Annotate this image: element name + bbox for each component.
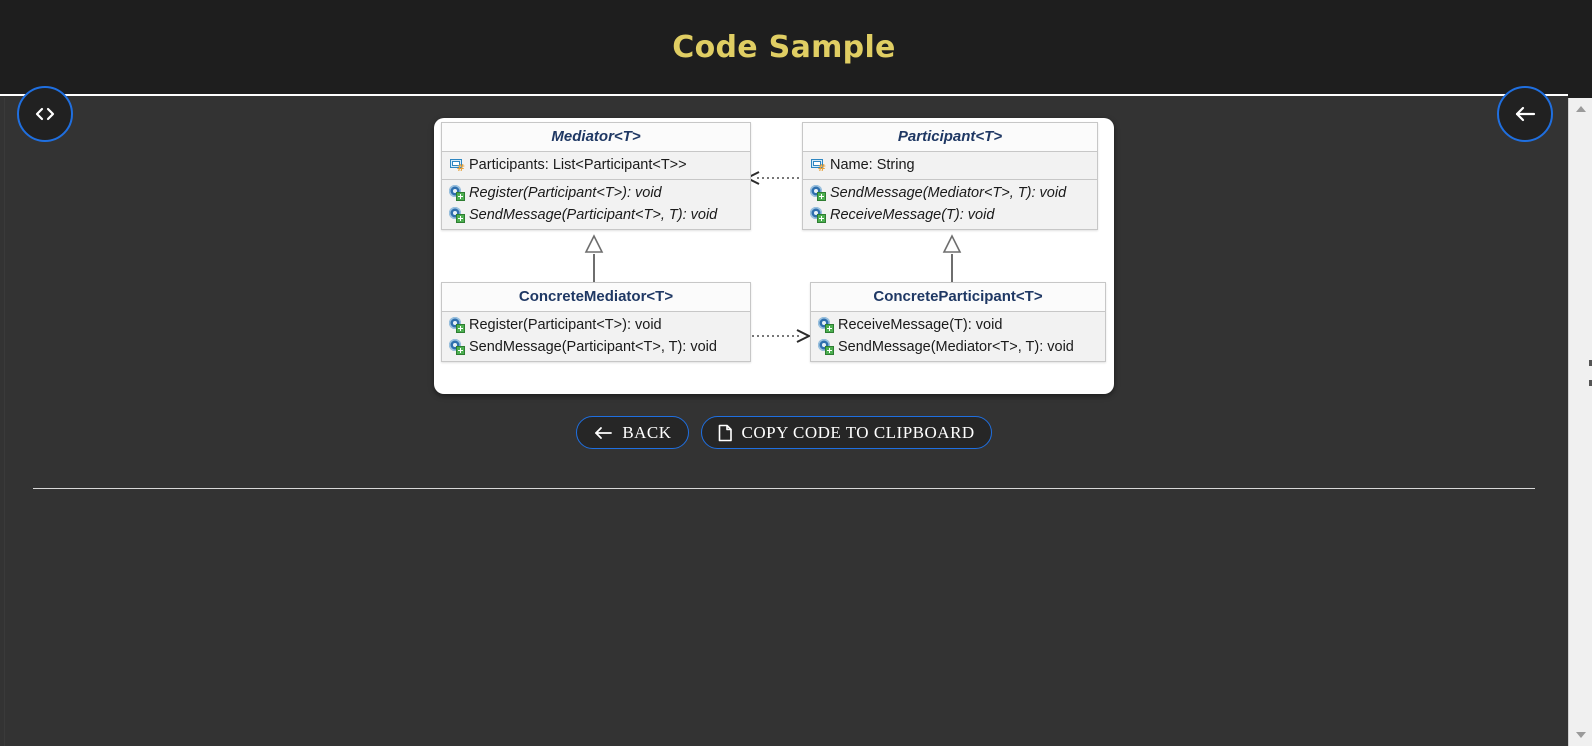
uml-method-label: ReceiveMessage(T): void (838, 317, 1003, 333)
view-code-button[interactable] (17, 86, 73, 142)
uml-field: # Participants: List<Participant<T>> (442, 154, 750, 176)
uml-class-title: ConcreteParticipant<T> (811, 283, 1105, 312)
chevron-down-icon (1576, 732, 1586, 738)
field-icon: # (810, 157, 826, 174)
uml-field: # Name: String (803, 154, 1097, 176)
uml-method-label: SendMessage(Mediator<T>, T): void (830, 185, 1067, 201)
uml-method-label: SendMessage(Mediator<T>, T): void (838, 339, 1074, 355)
chevron-up-icon (1576, 106, 1586, 112)
uml-fields-section: # Participants: List<Participant<T>> (442, 152, 750, 179)
method-icon (449, 185, 465, 201)
back-button[interactable]: BACK (576, 416, 689, 449)
uml-canvas: Mediator<T> # Participants: List<Partici… (434, 118, 1114, 394)
clipboard-icon (718, 424, 732, 441)
uml-class-title: ConcreteMediator<T> (442, 283, 750, 312)
uml-class-mediator[interactable]: Mediator<T> # Participants: List<Partici… (441, 122, 751, 230)
arrow-left-icon (595, 426, 613, 439)
scroll-up-button[interactable] (1569, 98, 1592, 120)
page-title: Code Sample (672, 29, 896, 65)
uml-method-label: SendMessage(Participant<T>, T): void (469, 207, 718, 223)
uml-class-title: Mediator<T> (442, 123, 750, 152)
field-icon: # (449, 157, 465, 174)
action-bar: BACK COPY CODE TO CLIPBOARD (0, 416, 1568, 449)
uml-method-label: Register(Participant<T>): void (469, 317, 662, 333)
uml-diagram-container: Mediator<T> # Participants: List<Partici… (434, 118, 1114, 394)
copy-code-button[interactable]: COPY CODE TO CLIPBOARD (700, 416, 992, 449)
uml-methods-section: SendMessage(Mediator<T>, T): void Receiv… (803, 179, 1097, 229)
scroll-down-button[interactable] (1569, 724, 1592, 746)
scrollbar-marker (1589, 360, 1592, 366)
method-icon (810, 207, 826, 223)
code-icon (35, 107, 55, 121)
scrollbar-marker (1589, 380, 1592, 386)
uml-method: Register(Participant<T>): void (442, 182, 750, 204)
method-icon (818, 339, 834, 355)
uml-class-concrete-participant[interactable]: ConcreteParticipant<T> ReceiveMessage(T)… (810, 282, 1106, 362)
uml-methods-section: ReceiveMessage(T): void SendMessage(Medi… (811, 312, 1105, 361)
uml-class-participant[interactable]: Participant<T> # Name: String SendMessag… (802, 122, 1098, 230)
uml-methods-section: Register(Participant<T>): void SendMessa… (442, 312, 750, 361)
page-header: Code Sample (0, 0, 1568, 96)
content-area: Mediator<T> # Participants: List<Partici… (0, 98, 1568, 746)
uml-method: SendMessage(Participant<T>, T): void (442, 336, 750, 358)
uml-field-label: Participants: List<Participant<T>> (469, 157, 687, 173)
method-icon (818, 317, 834, 333)
back-button-label: BACK (622, 422, 672, 442)
arrow-left-icon (1515, 106, 1536, 122)
scrollbar-corner (1568, 0, 1592, 98)
uml-method-label: Register(Participant<T>): void (469, 185, 662, 201)
uml-methods-section: Register(Participant<T>): void SendMessa… (442, 179, 750, 229)
uml-method: SendMessage(Mediator<T>, T): void (811, 336, 1105, 358)
method-icon (810, 185, 826, 201)
section-divider (33, 488, 1535, 489)
uml-method: SendMessage(Participant<T>, T): void (442, 204, 750, 226)
uml-method-label: SendMessage(Participant<T>, T): void (469, 339, 717, 355)
uml-field-label: Name: String (830, 157, 915, 173)
uml-method: Register(Participant<T>): void (442, 314, 750, 336)
uml-fields-section: # Name: String (803, 152, 1097, 179)
method-icon (449, 317, 465, 333)
uml-method: ReceiveMessage(T): void (811, 314, 1105, 336)
copy-code-button-label: COPY CODE TO CLIPBOARD (741, 422, 975, 442)
method-icon (449, 339, 465, 355)
left-rail-divider (4, 98, 5, 746)
vertical-scrollbar[interactable] (1568, 98, 1592, 746)
back-nav-button[interactable] (1497, 86, 1553, 142)
uml-class-title: Participant<T> (803, 123, 1097, 152)
uml-method: SendMessage(Mediator<T>, T): void (803, 182, 1097, 204)
uml-method: ReceiveMessage(T): void (803, 204, 1097, 226)
method-icon (449, 207, 465, 223)
uml-class-concrete-mediator[interactable]: ConcreteMediator<T> Register(Participant… (441, 282, 751, 362)
uml-method-label: ReceiveMessage(T): void (830, 207, 995, 223)
